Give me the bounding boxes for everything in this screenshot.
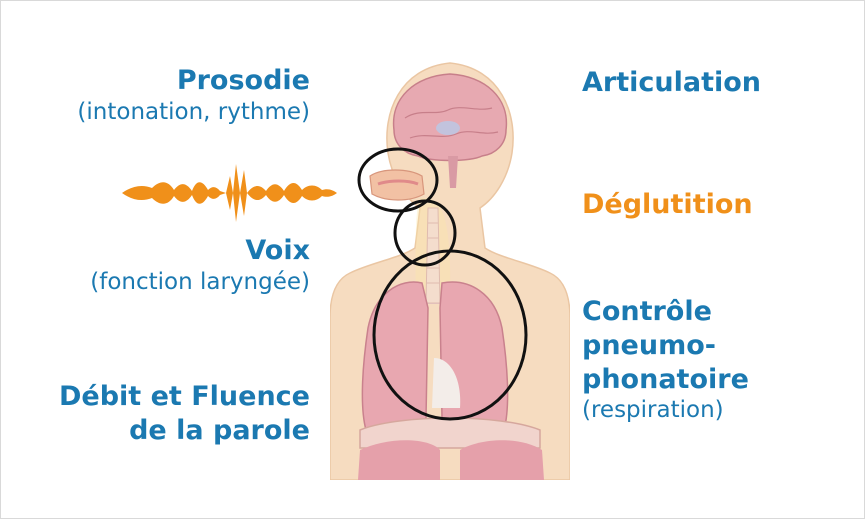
voix-label: Voix (fonction laryngée) [90, 234, 310, 297]
controle-line2: pneumo- [582, 329, 749, 363]
prosodie-label: Prosodie (intonation, rythme) [77, 64, 310, 127]
human-anatomy-illustration [330, 58, 570, 480]
prosodie-title: Prosodie [77, 64, 310, 98]
voix-title: Voix [90, 234, 310, 268]
sound-waveform-icon [122, 162, 337, 224]
deglutition-label: Déglutition [582, 188, 753, 222]
controle-detail: (respiration) [582, 396, 749, 425]
debit-line1: Débit et Fluence [59, 380, 310, 414]
articulation-title: Articulation [582, 66, 761, 100]
controle-line1: Contrôle [582, 295, 749, 329]
articulation-label: Articulation [582, 66, 761, 100]
debit-fluence-label: Débit et Fluence de la parole [59, 380, 310, 448]
controle-line3: phonatoire [582, 363, 749, 397]
prosodie-detail: (intonation, rythme) [77, 98, 310, 127]
controle-pneumophonatoire-label: Contrôle pneumo- phonatoire (respiration… [582, 295, 749, 425]
debit-line2: de la parole [59, 414, 310, 448]
deglutition-title: Déglutition [582, 188, 753, 222]
oral-cavity [370, 170, 424, 200]
voix-detail: (fonction laryngée) [90, 268, 310, 297]
